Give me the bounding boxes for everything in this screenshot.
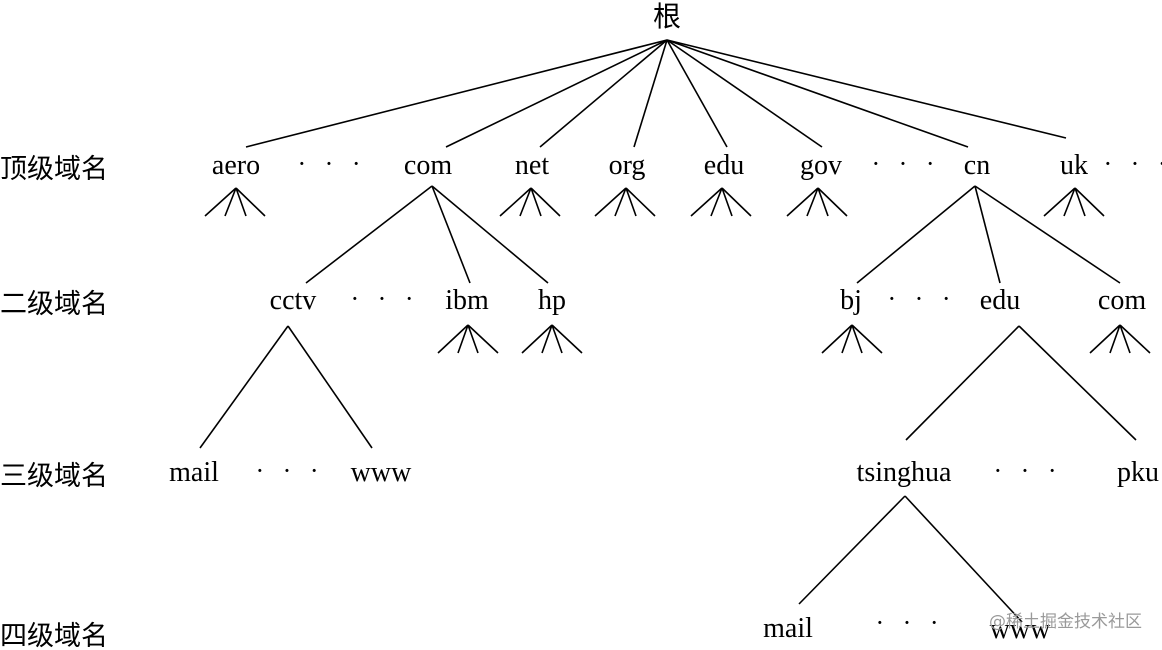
tld-cn: cn [964,150,990,181]
tld-org: org [609,150,646,181]
sld-cctv: cctv [270,285,317,316]
tld-fan-stubs [204,187,1105,217]
sld-com: com [1098,285,1146,316]
tld-ellipsis-3: · · · [1104,149,1162,178]
tld-ellipsis-2: · · · [872,149,941,178]
sld-fan-stubs [437,324,1151,354]
fourth-mail: mail [763,613,813,644]
tsinghua-edges [798,495,1023,623]
sld-edu: edu [980,285,1020,316]
third-ellipsis-1: · · · [256,456,325,485]
third-pku: pku [1117,457,1159,488]
tld-uk: uk [1060,150,1088,181]
level-label-fourth: 四级域名 [0,621,108,650]
cn-edges [856,185,1121,284]
third-tsinghua: tsinghua [857,457,952,488]
sld-bj: bj [840,285,862,316]
root-edges [245,39,1067,148]
tld-ellipsis-1: · · · [298,149,367,178]
root-node: 根 [653,1,681,33]
edu-edges [905,325,1137,441]
watermark-text: @稀土掘金技术社区 [989,612,1142,632]
tld-gov: gov [800,150,842,181]
level-label-third: 三级域名 [0,461,108,492]
tld-com: com [404,150,452,181]
tld-edu: edu [704,150,744,181]
com-edges [305,185,549,284]
tld-net: net [515,150,549,181]
sld-ellipsis-1: · · · [351,284,420,313]
fourth-www: www [990,614,1051,645]
third-www: www [351,457,412,488]
tld-aero: aero [212,150,260,181]
third-ellipsis-2: · · · [994,456,1063,485]
cctv-edges [199,325,373,449]
fourth-ellipsis: · · · [876,608,945,637]
sld-hp: hp [538,285,566,316]
sld-ellipsis-2: · · · [888,284,957,313]
level-label-second: 二级域名 [0,289,108,320]
level-label-top: 顶级域名 [0,154,108,185]
sld-ibm: ibm [445,285,489,316]
third-mail: mail [169,457,219,488]
